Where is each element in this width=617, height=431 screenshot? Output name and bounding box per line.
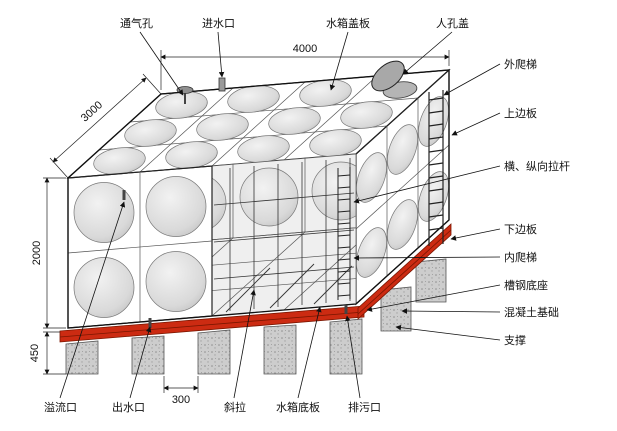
dim-gap-300: 300 bbox=[163, 376, 199, 406]
tank-top-face bbox=[66, 69, 451, 179]
label-drain: 排污口 bbox=[348, 400, 381, 414]
label-support: 支撑 bbox=[504, 333, 526, 347]
label-tank-bottom-plate: 水箱底板 bbox=[276, 400, 320, 414]
dim-depth-value: 3000 bbox=[79, 99, 105, 124]
label-inlet: 进水口 bbox=[202, 17, 235, 30]
leader-lines bbox=[59, 31, 501, 399]
label-internal-ladder: 内爬梯 bbox=[504, 250, 537, 264]
label-external-ladder: 外爬梯 bbox=[504, 58, 537, 71]
tank-interior-cutaway bbox=[211, 153, 357, 317]
label-vent: 通气孔 bbox=[120, 16, 153, 30]
base-front-groove bbox=[59, 311, 365, 338]
dim-height-value: 2000 bbox=[31, 241, 43, 265]
label-tie-rods: 横、纵向拉杆 bbox=[504, 159, 570, 173]
concrete-block bbox=[131, 335, 165, 375]
label-overflow: 溢流口 bbox=[44, 400, 77, 414]
concrete-block bbox=[415, 258, 447, 303]
label-outlet: 出水口 bbox=[112, 400, 145, 414]
dim-width-4000: 4000 bbox=[160, 43, 450, 90]
dim-base-450: 450 bbox=[29, 331, 66, 375]
manhole-cover bbox=[371, 60, 418, 99]
concrete-block bbox=[263, 324, 297, 375]
tank-front-face bbox=[67, 165, 213, 329]
base-front-strip bbox=[59, 305, 365, 343]
dim-gap-value: 300 bbox=[172, 394, 190, 406]
label-channel-base: 槽钢底座 bbox=[504, 278, 548, 292]
part-labels: 通气孔 进水口 水箱盖板 人孔盖 外爬梯 上边板 横、纵向拉杆 下边板 内爬梯 … bbox=[44, 16, 570, 414]
label-concrete-foundation: 混凝土基础 bbox=[504, 305, 559, 319]
concrete-block bbox=[380, 286, 412, 332]
concrete-block bbox=[329, 318, 363, 375]
label-bottom-side-plate: 下边板 bbox=[504, 222, 537, 236]
front-face-domes bbox=[73, 176, 207, 318]
dim-width-value: 4000 bbox=[293, 43, 317, 55]
label-cover-plate: 水箱盖板 bbox=[326, 16, 370, 30]
internal-ladder bbox=[337, 167, 351, 300]
dim-height-2000: 2000 bbox=[31, 177, 66, 329]
label-diagonal-brace: 斜拉 bbox=[224, 400, 246, 414]
label-top-side-plate: 上边板 bbox=[504, 106, 537, 120]
concrete-foundation-blocks bbox=[65, 258, 447, 375]
top-face-domes bbox=[93, 79, 393, 175]
channel-steel-base bbox=[59, 223, 452, 343]
inlet-pipe bbox=[218, 77, 226, 92]
manhole-lid bbox=[371, 60, 405, 92]
label-manhole: 人孔盖 bbox=[436, 16, 469, 30]
concrete-block bbox=[65, 340, 99, 375]
concrete-block bbox=[197, 329, 231, 375]
diagonal-braces bbox=[225, 263, 353, 313]
back-wall-domes bbox=[212, 154, 356, 233]
external-ladder bbox=[428, 90, 444, 246]
dim-base-value: 450 bbox=[29, 344, 41, 362]
base-side-groove bbox=[357, 229, 452, 315]
